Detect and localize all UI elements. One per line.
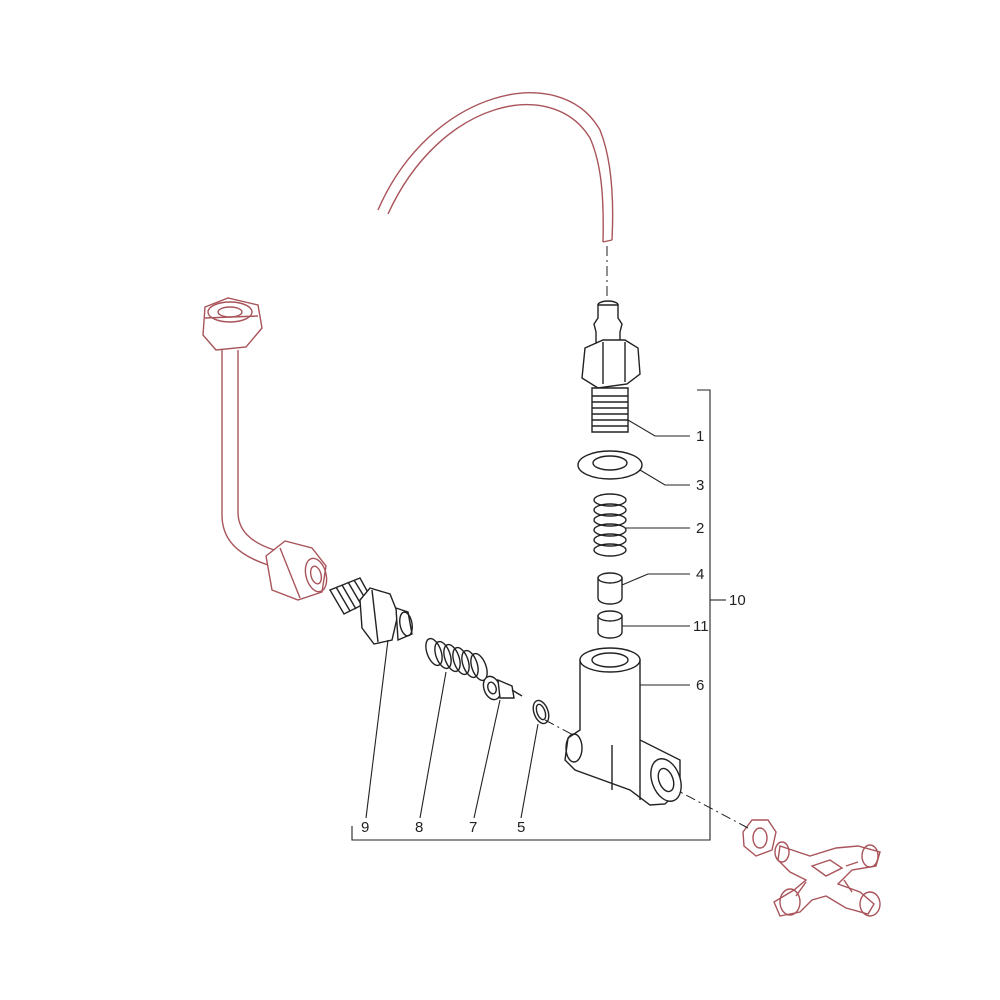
leader-lines xyxy=(351,389,726,841)
part-4-cap xyxy=(597,572,623,605)
callout-8: 8 xyxy=(415,819,423,836)
callout-3: 3 xyxy=(696,477,704,494)
callout-9: 9 xyxy=(361,819,369,836)
callout-5: 5 xyxy=(517,819,525,836)
part-8-spring xyxy=(425,637,488,682)
part-5-o-ring xyxy=(532,699,550,725)
callout-4: 4 xyxy=(696,566,704,583)
callout-10: 10 xyxy=(729,592,746,609)
callout-6: 6 xyxy=(696,677,704,694)
part-9-threaded-fitting xyxy=(328,577,413,645)
hose xyxy=(377,92,614,243)
callout-11: 11 xyxy=(693,618,709,635)
part-2-spring xyxy=(593,493,627,557)
callout-1: 1 xyxy=(696,428,704,445)
cross-fitting xyxy=(742,819,881,917)
callout-2: 2 xyxy=(696,520,704,537)
part-6-elbow-body xyxy=(564,647,682,806)
part-1-barbed-fitting xyxy=(581,300,641,433)
part-7-poppet xyxy=(482,675,523,701)
callout-7: 7 xyxy=(469,819,477,836)
part-11-seal xyxy=(597,610,623,639)
part-3-washer xyxy=(577,450,643,480)
bent-tube xyxy=(202,297,328,601)
